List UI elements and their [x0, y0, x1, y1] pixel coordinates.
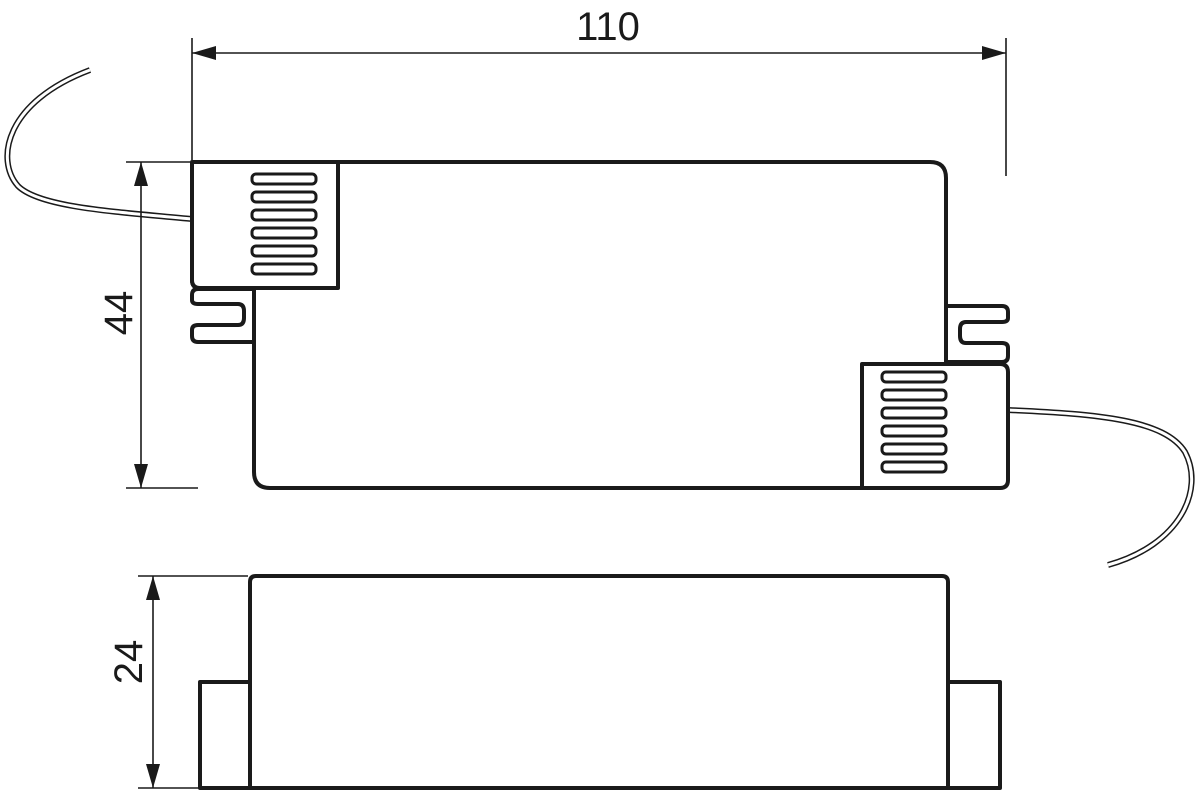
right-terminal-block — [860, 362, 1010, 490]
depth-label: 24 — [107, 640, 151, 685]
right-mounting-tab — [938, 304, 1010, 364]
depth-arrow-top — [146, 576, 160, 600]
side-left-terminal — [198, 680, 254, 790]
side-right-terminal — [942, 680, 1002, 790]
width-arrow-right — [982, 46, 1006, 60]
housing-side-body — [248, 574, 950, 790]
side-view — [198, 574, 1002, 790]
height-arrow-bottom — [134, 464, 148, 488]
left-terminal-block — [190, 160, 340, 290]
top-view — [4, 67, 1195, 568]
height-label: 44 — [97, 291, 141, 336]
right-wire — [1007, 407, 1195, 568]
depth-dimension: 24 — [107, 575, 248, 789]
height-arrow-top — [134, 162, 148, 186]
left-mounting-tab — [190, 287, 264, 344]
depth-arrow-bottom — [146, 764, 160, 788]
left-wire — [4, 67, 193, 222]
width-arrow-left — [192, 46, 216, 60]
width-label: 110 — [576, 5, 640, 49]
height-dimension: 44 — [97, 161, 198, 489]
width-dimension: 110 — [191, 5, 1007, 176]
